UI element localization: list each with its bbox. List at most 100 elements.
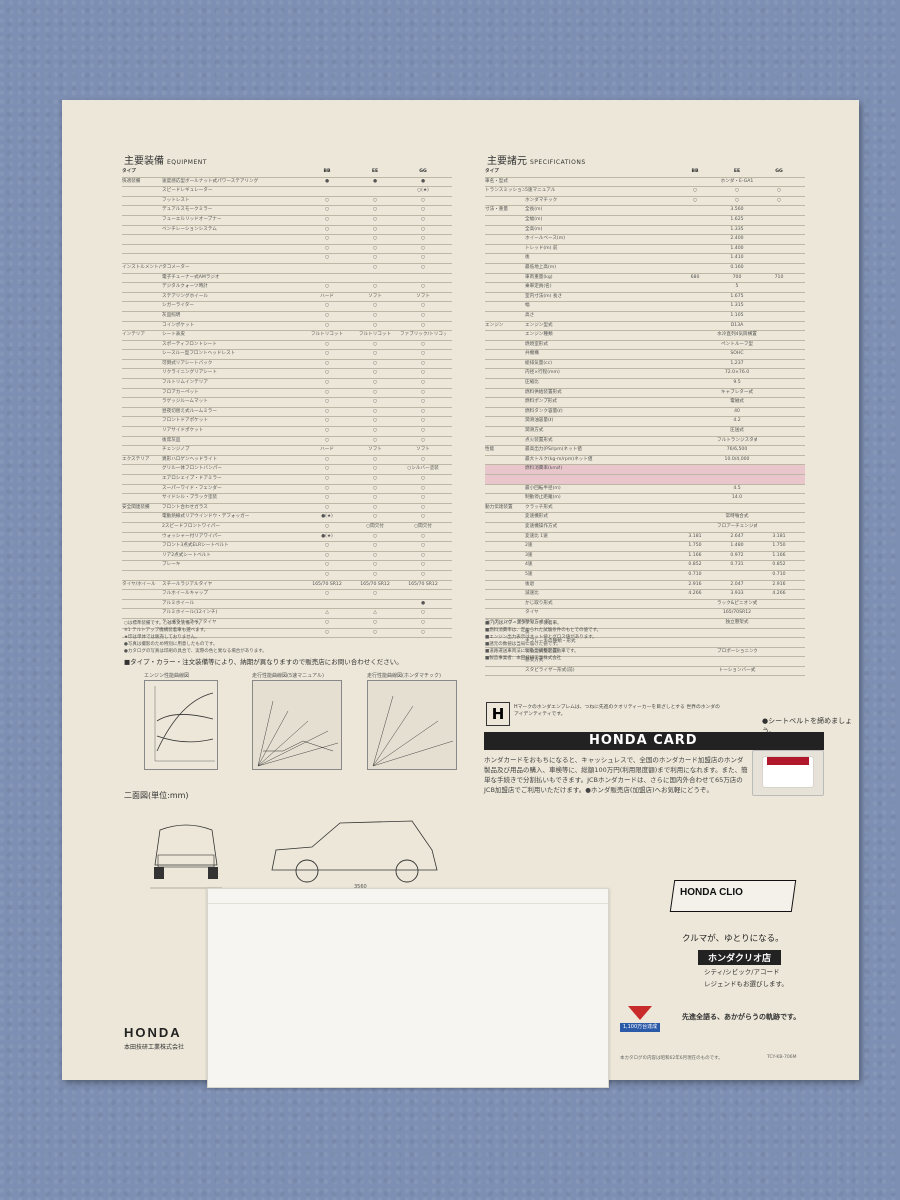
table-cell: ○ — [372, 552, 377, 558]
table-row: 車名・型式ホンダ・E-GA1 — [485, 178, 805, 188]
table-cell: ○ — [324, 236, 329, 242]
catalog-note: 本カタログの内容は昭和62年6月現在のものです。 — [620, 1056, 723, 1061]
table-cell: 0.852 — [772, 562, 786, 568]
table-cell: 165/70SR12 — [722, 610, 752, 616]
table-cell: ○ — [372, 389, 377, 395]
table-cell: ○ — [420, 351, 425, 357]
table-cell: ○ — [372, 408, 377, 414]
table-cell: インストルメントパネル — [122, 264, 162, 270]
table-cell: コインポケット — [162, 322, 195, 328]
table-cell: ○ — [372, 437, 377, 443]
table-cell: 710 — [774, 274, 784, 280]
table-row: ステアリングホイールハードソフトソフト — [122, 293, 452, 303]
chart3-caption: 走行性能曲線図(ホンダマチック) — [367, 673, 441, 679]
table-cell: ○ — [372, 264, 377, 270]
table-cell: 1.480 — [730, 543, 744, 549]
table-cell: 10.0/4,000 — [724, 456, 750, 462]
table-cell: ○ — [324, 562, 329, 568]
table-cell: エンジン種類 — [525, 332, 553, 338]
table-cell: プロポーショニングバルブ — [717, 648, 757, 654]
table-row: 乗車定員(名) 5 — [485, 283, 805, 293]
note-line: ○は標準装備です。○は本文装備です。 — [124, 621, 203, 626]
table-cell: 減速比 — [525, 591, 539, 597]
table-cell: トレッド(m) 前 — [525, 245, 558, 251]
table-cell: シースルー型フロントヘッドレスト — [162, 351, 236, 357]
table-row: 制動停止距離(m)14.0 — [485, 494, 805, 504]
table-cell: ソフト — [368, 447, 382, 453]
table-row: ラゲッジルームマット○○○ — [122, 398, 452, 408]
table-cell: 4.266 — [688, 591, 702, 597]
table-cell: フルトリコット — [310, 332, 344, 338]
table-cell: 後退 — [525, 581, 535, 587]
table-cell: 5 — [735, 284, 739, 290]
table-cell: ○ — [372, 485, 377, 491]
table-row: 動力伝達装置クラッチ形式 — [485, 504, 805, 514]
table-cell: ○ — [324, 226, 329, 232]
table-cell: フロント3点式ELRシートベルト — [162, 543, 229, 549]
table-cell: 乗車定員(名) — [525, 284, 552, 290]
table-cell: ○シルバー塗装 — [407, 466, 439, 472]
note-line: ※1 テルトアップ機構装着車も選べます。 — [124, 628, 209, 633]
table-cell: ステアリングホイール — [162, 293, 208, 299]
table-row: フルトリムインテリア○○○ — [122, 379, 452, 389]
table-cell: 後 — [525, 629, 530, 635]
table-cell: ○ — [420, 610, 425, 616]
table-cell: 寸法・重量 — [485, 207, 508, 213]
note-line: ★印は単体では販売しておりません。 — [124, 635, 200, 640]
table-cell: ○ — [324, 504, 329, 510]
table-cell: ○ — [420, 264, 425, 270]
table-cell: エンジン型式 — [525, 322, 553, 328]
table-cell: 680 — [690, 274, 700, 280]
table-cell: 4.2 — [733, 418, 741, 424]
table-cell: ○ — [692, 197, 697, 203]
table-cell: トーションバー式 — [718, 667, 756, 673]
note-line: ■諸元の数値は当局に届けた値です。 — [485, 642, 561, 647]
table-cell: GG — [775, 169, 783, 174]
table-cell: ○ — [420, 236, 425, 242]
table-cell: ○ — [420, 629, 425, 635]
table-row: 主ブレーキの種類・形式 — [485, 638, 805, 648]
table-row: ブレーキ○○○ — [122, 561, 452, 571]
table-cell: 動力伝達装置 — [485, 504, 513, 510]
equipment-notes: ○は標準装備です。○は本文装備です。 ※1 テルトアップ機構装着車も選べます。 ★印… — [124, 620, 267, 655]
table-cell: 電子チューナー式AMラジオ — [162, 274, 220, 280]
table-cell: リア2点式シートベルト — [162, 552, 211, 558]
table-cell: ○ — [420, 418, 425, 424]
table-row: コインポケット○○○ — [122, 322, 452, 332]
table-cell: ○ — [420, 552, 425, 558]
table-cell: リクライニングリアシート — [162, 370, 217, 376]
table-cell: ○ — [324, 476, 329, 481]
table-cell: ○ — [420, 216, 425, 222]
table-cell: ○ — [372, 533, 377, 539]
table-cell: 9.5 — [733, 380, 741, 386]
table-cell: ○ — [420, 312, 425, 318]
table-cell: 1.410 — [730, 255, 744, 261]
table-cell: 700 — [732, 274, 742, 280]
note-line: ■[ ]内はパワーステアリング装着車。 — [485, 621, 562, 626]
table-cell: ○ — [324, 456, 329, 462]
table-cell: ○ — [324, 466, 329, 472]
table-cell: ○ — [420, 533, 425, 539]
table-cell: 1.166 — [772, 552, 786, 558]
table-cell: スピードレギュレーター — [162, 188, 213, 194]
note-line: ●写真は撮影のため特別に用意したものです。 — [124, 642, 218, 647]
table-cell: ○ — [324, 312, 329, 318]
table-row: フロントドアポケット○○○ — [122, 417, 452, 428]
table-cell: 0.731 — [730, 562, 744, 568]
table-cell: トランスミッション — [485, 188, 525, 194]
table-cell: ○ — [420, 245, 425, 251]
table-cell: 2.647 — [730, 533, 744, 539]
table-cell: 内径×行程(mm) — [525, 370, 560, 376]
table-cell: 車名・型式 — [485, 178, 508, 184]
honda-logo: HONDA — [124, 1025, 182, 1040]
table-row: 点火装置形式フルトランジスタ式 — [485, 437, 805, 447]
table-cell: ○ — [324, 629, 329, 635]
table-row — [485, 475, 805, 485]
table-cell: ○間欠付 — [414, 523, 432, 529]
table-row: 電子チューナー式AMラジオ — [122, 274, 452, 284]
